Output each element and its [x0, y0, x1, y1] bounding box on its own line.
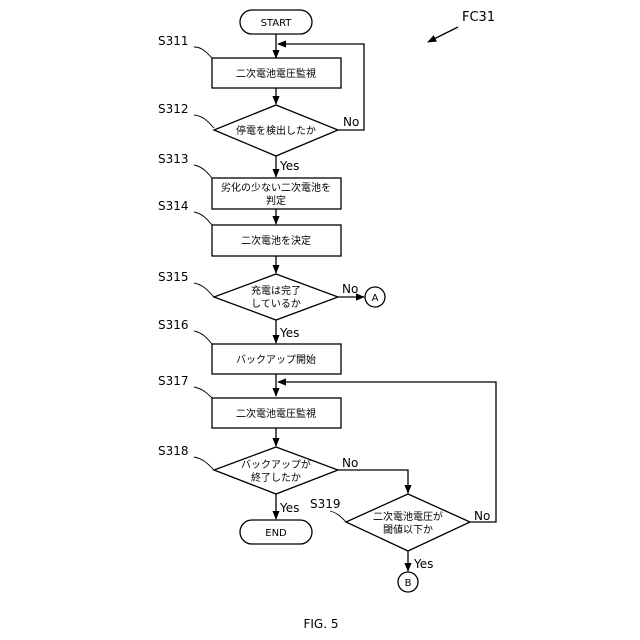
leader-s318 [194, 457, 214, 470]
decision-s319-line2: 閾値以下か [383, 523, 433, 536]
step-label-s318: S318 [158, 444, 189, 458]
branch-s315-yes: Yes [279, 326, 299, 340]
step-label-s314: S314 [158, 199, 189, 213]
decision-s318-line2: 終了したか [251, 471, 301, 484]
branch-s312-no: No [343, 115, 359, 129]
branch-s312-yes: Yes [279, 159, 299, 173]
connector-a-label: A [372, 293, 379, 304]
step-label-s311: S311 [158, 34, 189, 48]
leader-s315 [194, 283, 214, 297]
leader-s317 [194, 387, 212, 398]
branch-s315-no: No [342, 282, 358, 296]
leader-s313 [194, 165, 212, 178]
figure-ref-arrow [428, 27, 458, 42]
step-label-s319: S319 [310, 497, 341, 511]
leader-s316 [194, 331, 212, 344]
decision-s312-text: 停電を検出したか [236, 124, 316, 137]
leader-s312 [194, 115, 214, 128]
leader-s319 [330, 511, 346, 522]
start-label: START [261, 18, 293, 29]
branch-s318-no: No [342, 456, 358, 470]
figure-caption: FIG. 5 [303, 617, 338, 631]
leader-s311 [194, 47, 212, 58]
branch-s318-yes: Yes [279, 501, 299, 515]
step-label-s313: S313 [158, 152, 189, 166]
end-label: END [265, 528, 287, 539]
step-label-s316: S316 [158, 318, 189, 332]
process-s317-text: 二次電池電圧監視 [236, 407, 316, 420]
decision-s315 [214, 274, 338, 320]
process-s314-text: 二次電池を決定 [241, 234, 311, 247]
leader-s314 [194, 212, 212, 225]
decision-s315-line1: 充電は完了 [251, 284, 301, 297]
process-s313-line2: 判定 [266, 194, 286, 207]
edge-s318-no [338, 470, 408, 493]
step-label-s312: S312 [158, 102, 189, 116]
decision-s315-line2: しているか [251, 298, 301, 310]
step-label-s315: S315 [158, 270, 189, 284]
figure-ref-label: FC31 [462, 10, 495, 25]
process-s311-text: 二次電池電圧監視 [236, 67, 316, 80]
process-s316-text: バックアップ開始 [236, 353, 316, 366]
decision-s318-line1: バックアップが [241, 458, 311, 471]
branch-s319-yes: Yes [413, 557, 433, 571]
decision-s319-line1: 二次電池電圧が [373, 510, 443, 523]
process-s313-line1: 劣化の少ない二次電池を [221, 181, 331, 194]
step-label-s317: S317 [158, 374, 189, 388]
connector-b-label: B [405, 578, 412, 589]
branch-s319-no: No [474, 509, 490, 523]
